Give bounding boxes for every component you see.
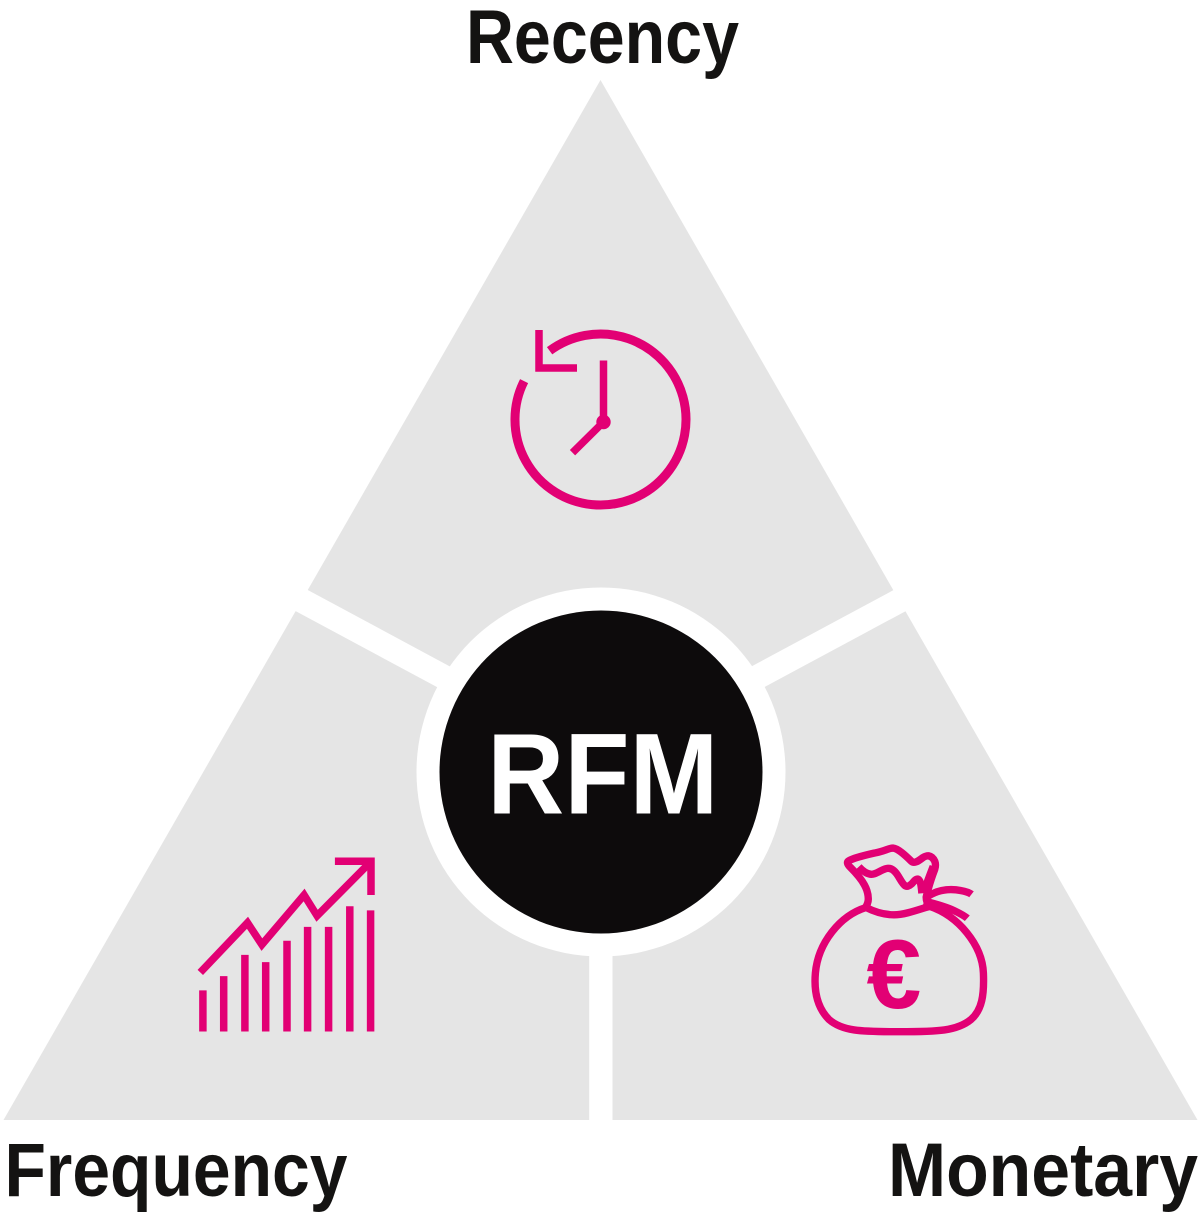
svg-text:Frequency: Frequency	[5, 1128, 348, 1213]
svg-text:€: €	[867, 919, 922, 1029]
svg-text:RFM: RFM	[487, 710, 718, 838]
svg-text:Recency: Recency	[466, 0, 739, 80]
svg-text:Monetary: Monetary	[888, 1128, 1198, 1213]
